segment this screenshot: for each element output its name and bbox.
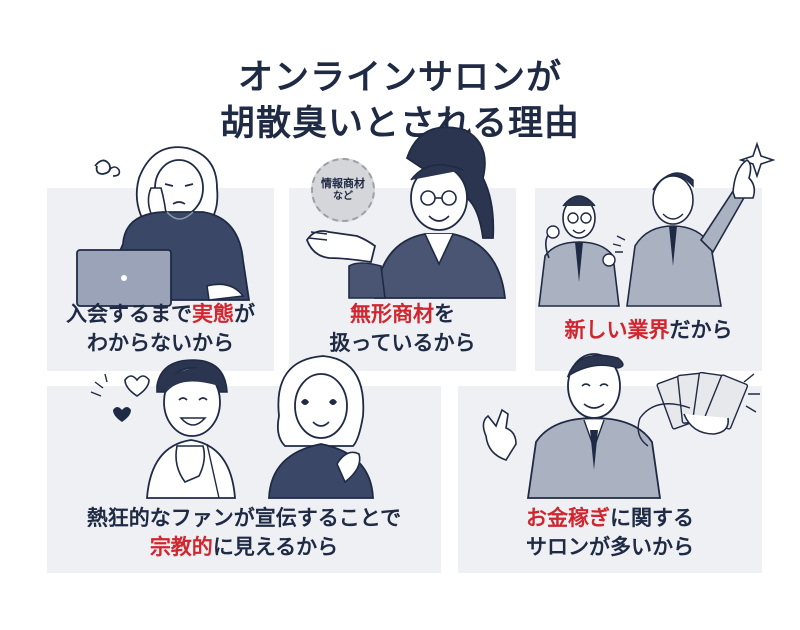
caption-5-line2: サロンが多いから bbox=[526, 535, 694, 559]
reason-card-2: 情報商材 など 無形商材を 扱っているから bbox=[289, 126, 516, 371]
caption-3-post: だから bbox=[669, 318, 733, 342]
caption-2-post: を bbox=[434, 302, 455, 326]
reason-card-3: 新しい業界だから bbox=[535, 141, 776, 371]
caption-2-highlight: 無形商材 bbox=[350, 302, 434, 326]
reason-card-5: お金稼ぎに関する サロンが多いから bbox=[458, 353, 762, 573]
info-product-badge: 情報商材 など bbox=[311, 158, 375, 222]
caption-3-highlight: 新しい業界 bbox=[564, 318, 670, 342]
caption-5-post: に関する bbox=[610, 506, 694, 530]
presenting-woman-illustration bbox=[305, 126, 507, 299]
reason-caption-2: 無形商材を 扱っているから bbox=[289, 300, 516, 358]
reason-caption-4: 熱狂的なファンが宣伝することで 宗教的に見えるから bbox=[47, 504, 441, 562]
caption-1-highlight: 実態 bbox=[192, 302, 234, 326]
cash-icon bbox=[656, 371, 749, 435]
caption-4-highlight: 宗教的 bbox=[149, 535, 213, 559]
confused-woman-laptop-illustration bbox=[76, 146, 251, 307]
reason-card-4: 熱狂的なファンが宣伝することで 宗教的に見えるから bbox=[47, 355, 441, 573]
page-title-line1: オンラインサロンが bbox=[237, 58, 562, 98]
badge-line2: など bbox=[333, 191, 353, 202]
caption-2-line2: 扱っているから bbox=[329, 331, 476, 355]
caption-5-highlight: お金稼ぎ bbox=[526, 506, 610, 530]
caption-4-line1: 熱狂的なファンが宣伝することで bbox=[86, 506, 402, 530]
caption-1-post: が bbox=[234, 302, 255, 326]
badge-line1: 情報商材 bbox=[321, 177, 365, 190]
reason-caption-3: 新しい業界だから bbox=[535, 316, 762, 345]
money-businessman-illustration bbox=[482, 353, 760, 499]
excited-businessmen-illustration bbox=[538, 141, 776, 307]
reason-card-1: 入会するまで実態が わからないから bbox=[47, 146, 274, 371]
caption-4-post: に見えるから bbox=[212, 535, 339, 559]
caption-1-pre: 入会するまで bbox=[66, 302, 192, 326]
reason-caption-5: お金稼ぎに関する サロンが多いから bbox=[458, 504, 762, 562]
caption-1-line2: わからないから bbox=[87, 331, 234, 355]
reason-caption-1: 入会するまで実態が わからないから bbox=[47, 300, 274, 358]
enthusiastic-fans-illustration bbox=[90, 355, 374, 499]
page-title-line2: 胡散臭いとされる理由 bbox=[219, 104, 580, 144]
